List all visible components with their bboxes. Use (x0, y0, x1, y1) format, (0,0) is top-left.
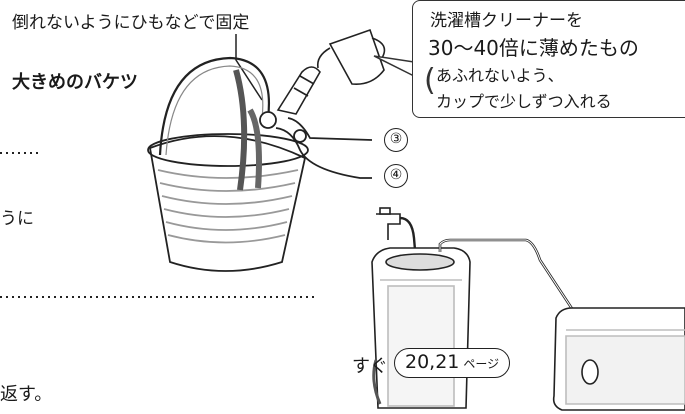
cup-illustration (316, 28, 386, 86)
bubble-tail (373, 55, 415, 77)
page-reference-suffix: ページ (463, 357, 500, 371)
bubble-line-3: あふれないよう、 (436, 66, 564, 85)
bucket-label: 大きめのバケツ (12, 72, 138, 93)
instruction-bubble (412, 0, 685, 118)
callout-3: ③ (384, 128, 408, 152)
tie-note-label: 倒れないようにひもなどで固定 (12, 13, 250, 33)
faucet-illustration (376, 207, 418, 263)
callout-4: ④ (384, 164, 408, 188)
tie-note-leader (235, 34, 263, 101)
page-reference-pages: 20,21 (405, 351, 460, 373)
bubble-line-4: カップで少しずつ入れる (436, 92, 612, 111)
bubble-line-1: 洗濯槽クリーナーを (430, 11, 583, 31)
bucket-illustration (147, 56, 309, 272)
side-text-bottom-2: 返す。 (0, 384, 53, 405)
hose-illustration (233, 69, 373, 191)
bottle-illustration (276, 66, 321, 115)
bubble-paren-left: ( (424, 63, 436, 98)
washing-machine-illustration (371, 247, 471, 409)
tub-illustration (552, 307, 685, 411)
side-text-left: うに (0, 209, 34, 229)
bubble-line-2: 30〜40倍に薄めたもの (428, 36, 639, 60)
side-text-bottom-1: すぐ (352, 356, 388, 377)
